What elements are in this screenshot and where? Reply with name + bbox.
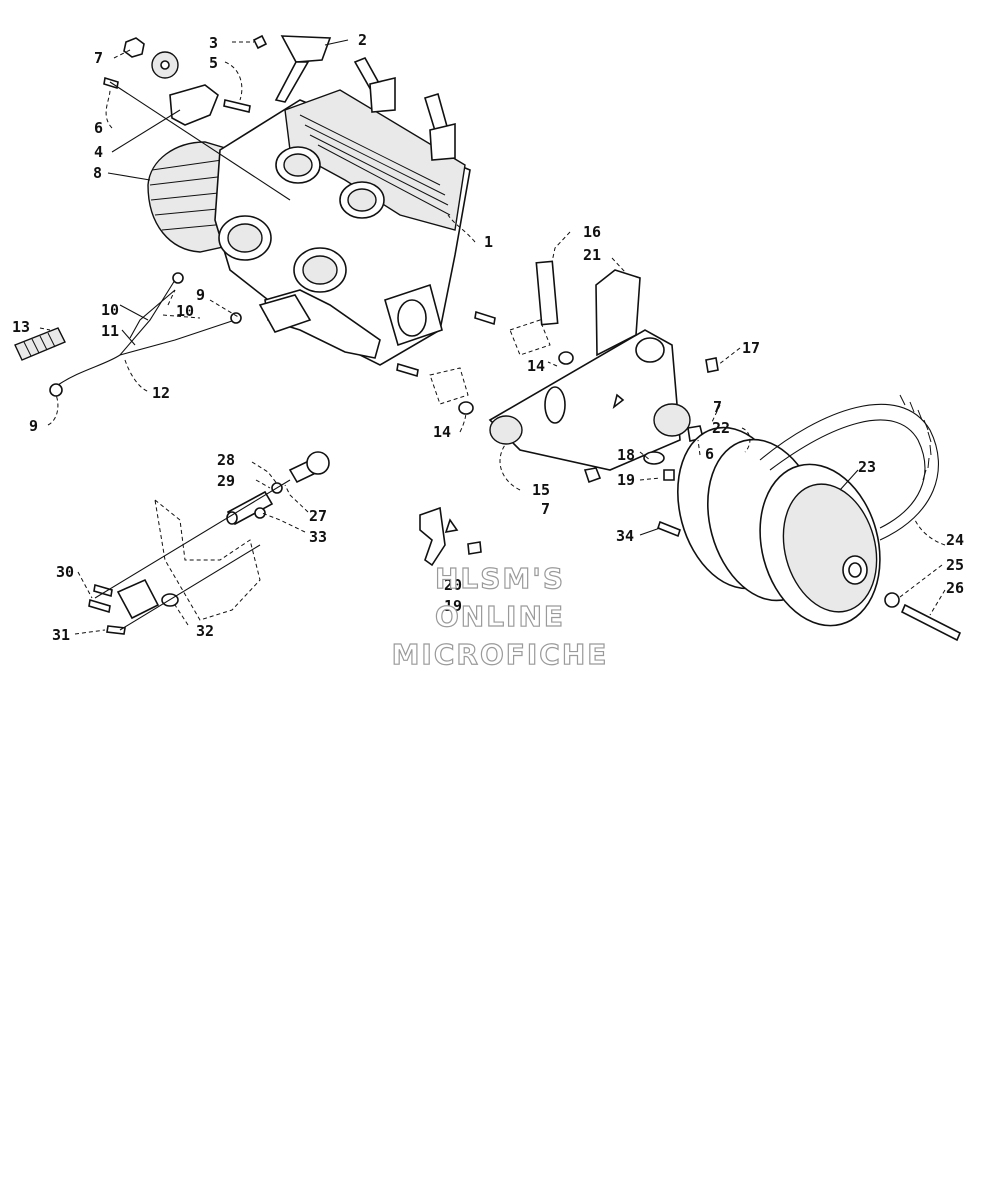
callout-12: 12 — [152, 384, 170, 402]
callout-34: 34 — [616, 527, 634, 545]
callout-17: 17 — [742, 339, 760, 357]
bracket-assembly — [419, 506, 482, 567]
watermark-line-2: ONLINE — [435, 600, 565, 633]
top-left-parts — [103, 34, 332, 126]
callout-20: 20 — [444, 576, 462, 594]
callout-labels: 1 2 3 4 5 6 6 7 7 7 8 9 9 10 10 11 12 13… — [12, 31, 964, 644]
leader-lines — [39, 39, 946, 635]
callout-30: 30 — [56, 563, 74, 581]
callout-28: 28 — [217, 451, 235, 469]
callout-3: 3 — [209, 34, 218, 52]
callout-15: 15 — [532, 481, 550, 499]
engine-mount-plate — [396, 260, 719, 484]
callout-22: 22 — [712, 419, 730, 437]
callout-10: 10 — [101, 301, 119, 319]
callout-16: 16 — [583, 223, 601, 241]
callout-5: 5 — [209, 54, 218, 72]
callout-9: 9 — [196, 286, 205, 304]
callout-7c: 7 — [541, 500, 550, 518]
callout-14b: 14 — [433, 423, 451, 441]
callout-13: 13 — [12, 318, 30, 336]
callout-29: 29 — [217, 472, 235, 490]
callout-26: 26 — [946, 579, 964, 597]
callout-32: 32 — [196, 622, 214, 640]
callout-9b: 9 — [29, 417, 38, 435]
callout-10b: 10 — [176, 302, 194, 320]
callout-7b: 7 — [713, 398, 722, 416]
watermark: HLSM'S ONLINE MICROFICHE — [391, 561, 609, 671]
callout-19: 19 — [617, 471, 635, 489]
callout-2: 2 — [358, 31, 367, 49]
callout-14: 14 — [527, 357, 545, 375]
callout-11: 11 — [101, 322, 119, 340]
watermark-line-3: MICROFICHE — [392, 638, 609, 671]
inset-assembly — [88, 451, 330, 635]
callout-7: 7 — [94, 49, 103, 67]
drive-clutch — [643, 394, 962, 642]
callout-18: 18 — [617, 446, 635, 464]
engine-block — [147, 56, 471, 366]
callout-21: 21 — [583, 246, 601, 264]
callout-25: 25 — [946, 556, 964, 574]
watermark-line-1: HLSM'S — [435, 562, 565, 595]
callout-1: 1 — [484, 233, 493, 251]
fuel-hoses — [14, 272, 312, 397]
callout-8: 8 — [93, 164, 102, 182]
callout-4: 4 — [94, 143, 103, 161]
callout-23: 23 — [858, 458, 876, 476]
callout-27: 27 — [309, 507, 327, 525]
callout-33: 33 — [309, 528, 327, 546]
callout-24: 24 — [946, 531, 964, 549]
callout-6b: 6 — [705, 445, 714, 463]
callout-31: 31 — [52, 626, 70, 644]
callout-6: 6 — [94, 119, 103, 137]
callout-19b: 19 — [444, 597, 462, 615]
